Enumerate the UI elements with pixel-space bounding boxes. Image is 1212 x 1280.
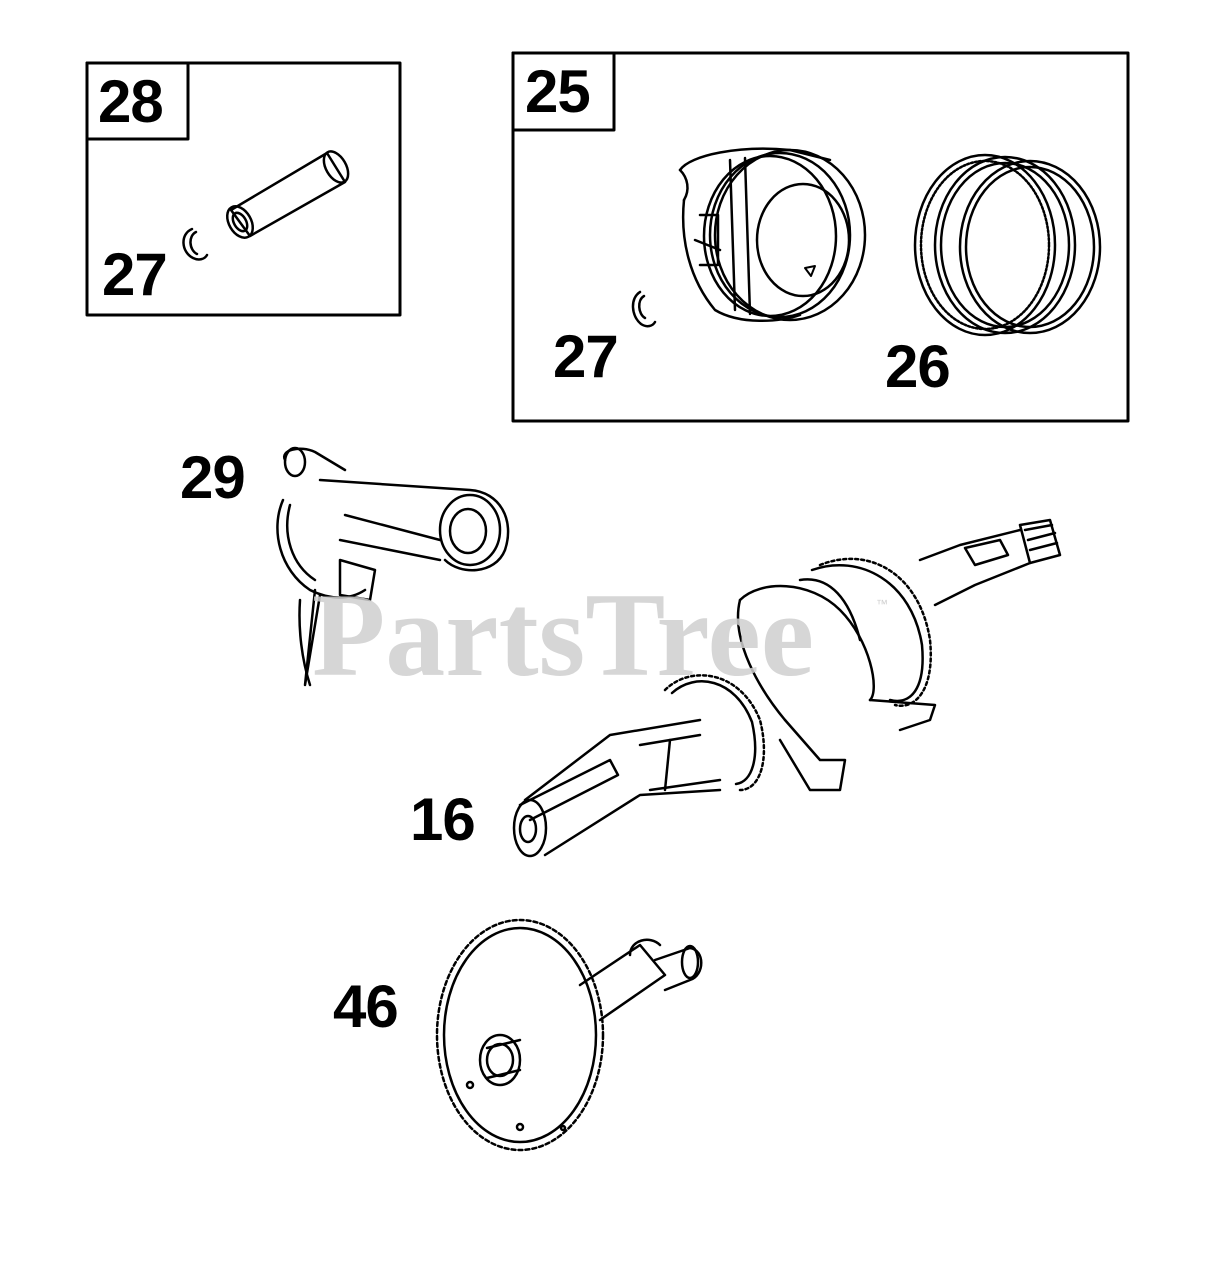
- piston-pin-icon: [225, 150, 350, 239]
- watermark-trademark: ™: [876, 597, 888, 611]
- callout-clip-box25: 27: [553, 323, 619, 390]
- box-number-25: 25: [525, 58, 591, 125]
- callout-camshaft: 46: [333, 973, 399, 1040]
- kit-box-28: [85, 61, 402, 317]
- callout-rings: 26: [885, 333, 951, 400]
- retaining-clip-icon: [631, 290, 657, 328]
- piston-icon: [678, 147, 867, 322]
- camshaft-icon: [435, 918, 703, 1152]
- kit-box-25: [511, 51, 1130, 423]
- piston-rings-icon: [913, 153, 1102, 337]
- callout-connecting-rod: 29: [180, 444, 246, 511]
- retaining-clip-icon: [182, 227, 209, 261]
- crankshaft-icon: [512, 518, 1062, 858]
- watermark: PartsTree: [312, 568, 814, 701]
- callout-clip-box28: 27: [102, 241, 168, 308]
- box-number-28: 28: [98, 68, 164, 135]
- connecting-rod-icon: [276, 446, 510, 687]
- callout-crankshaft: 16: [410, 786, 476, 853]
